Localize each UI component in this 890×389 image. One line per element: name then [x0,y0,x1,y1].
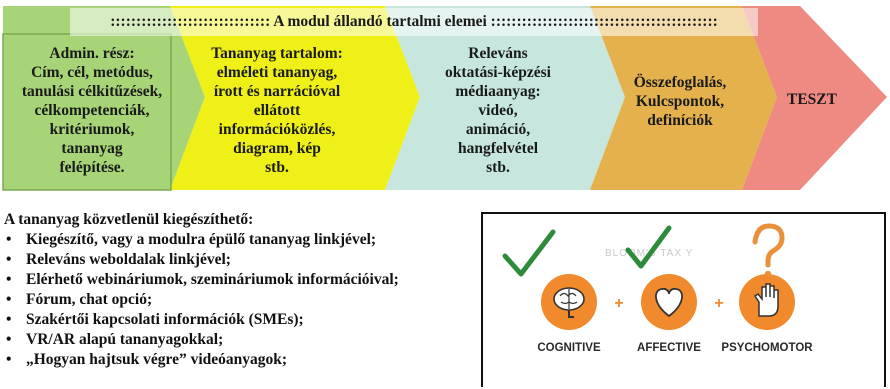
list-item: Releváns weboldalak linkjével; [4,250,474,270]
list-item: VR/AR alapú tananyagokkal; [4,330,474,350]
psychomotor-label: PSYCHOMOTOR [721,342,813,354]
list-item: Szakértői kapcsolati információk (SMEs); [4,310,474,330]
plus-sign: + [714,295,723,312]
psychomotor-question-icon [752,223,785,278]
bloom-taxonomy-panel: BLOOM'S TAX Y + + COGNITI [481,212,886,387]
brain-icon [553,287,585,318]
hand-icon [753,283,779,317]
list-item: Fórum, chat opció; [4,290,474,310]
stage-admin-shape [3,6,205,190]
stage-admin-text: Admin. rész:Cím, cél, metódus,tanulási c… [21,45,163,176]
module-flow-diagram [2,6,887,191]
stage-summary-shape [590,6,777,190]
stage-summary-text: Összefoglalás,Kulcspontok,definíciók [633,74,727,129]
supplements-section: A tananyag közvetlenül kiegészíthető: Ki… [4,210,474,370]
supplements-heading: A tananyag közvetlenül kiegészíthető: [4,211,254,228]
affective-check-icon [625,225,672,269]
stage-test-text: TESZT [787,91,837,108]
cognitive-check-icon [502,229,556,277]
list-item: „Hogyan hajtsuk végre” videóanyagok; [4,350,474,370]
stage-content-shape [170,6,420,190]
affective-label: AFFECTIVE [637,342,701,354]
stage-content-text: Tananyag tartalom:elméleti tananyag,írot… [211,45,343,176]
supplements-list: Kiegészítő, vagy a modulra épülő tananya… [4,230,474,370]
cognitive-label: COGNITIVE [537,342,601,354]
heart-icon [655,287,683,318]
stage-test-shape [742,6,887,190]
list-item: Elérhető webináriumok, szemináriumok inf… [4,270,474,290]
banner-title: ::::::::::::::::::::::::::::::: A modul … [70,8,758,36]
stage-media-shape [385,6,625,190]
list-item: Kiegészítő, vagy a modulra épülő tananya… [4,230,474,250]
plus-sign: + [614,295,623,312]
bloom-graphic: + + [502,223,795,330]
